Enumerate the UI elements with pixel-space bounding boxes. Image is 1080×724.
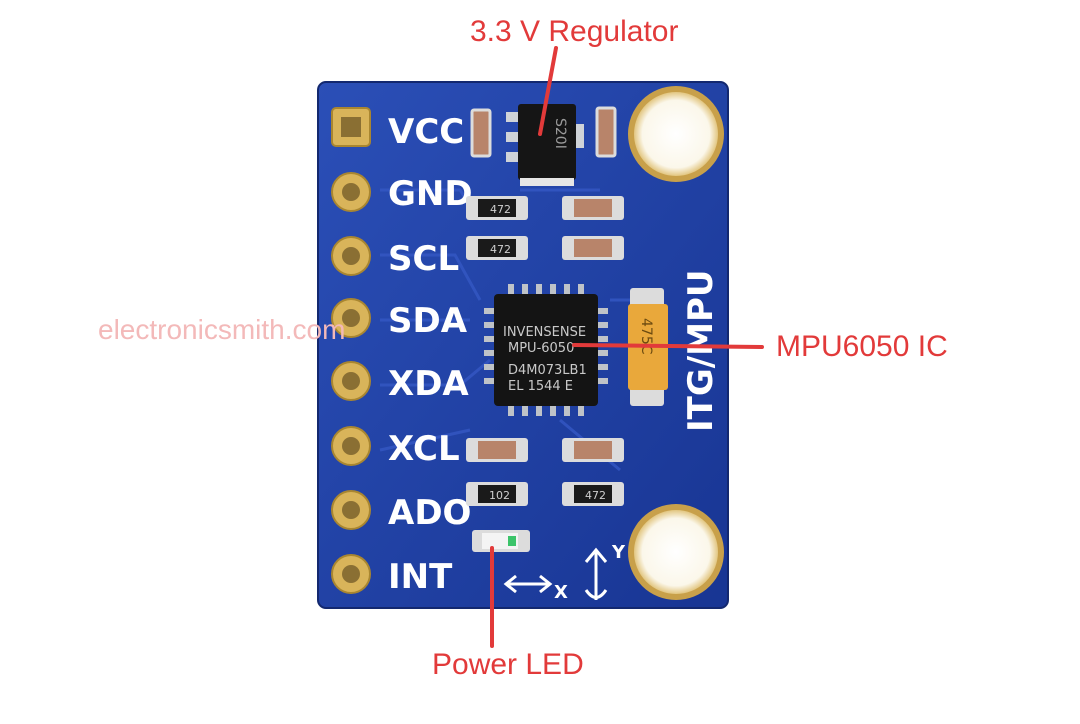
callout-regulator: 3.3 V Regulator [470, 15, 679, 48]
power-led [472, 530, 530, 552]
pin-label-sda: SDA [388, 301, 468, 341]
pin-label-scl: SCL [388, 239, 459, 279]
axis-indicator [503, 547, 608, 600]
callout-power-led: Power LED [432, 648, 584, 681]
watermark: electronicsmith.com [98, 314, 346, 345]
resistor-marking-2: 472 [490, 243, 511, 256]
chip-line-3: D4M073LB1 [508, 363, 587, 378]
mounting-hole-bottom [628, 504, 724, 600]
pin-label-vcc: VCC [388, 112, 464, 152]
capacitor-marking: 475C [638, 318, 654, 355]
chip-line-2: MPU-6050 [508, 341, 574, 356]
resistor-marking-4: 472 [585, 489, 606, 502]
mounting-hole-top [628, 86, 724, 182]
callout-mpu6050: MPU6050 IC [776, 330, 948, 363]
header-pins [331, 107, 371, 594]
mpu6050-chip: INVENSENSE MPU-6050 D4M073LB1 EL 1544 E [484, 284, 608, 416]
callout-line-regulator [538, 46, 558, 136]
axis-x-label: X [554, 582, 568, 603]
resistor-marking-3: 102 [489, 489, 510, 502]
voltage-regulator: S20I [506, 104, 584, 186]
pin-labels: VCC GND SCL SDA XDA XCL ADO INT [388, 112, 473, 597]
smd-resistors: 472 472 102 472 [466, 196, 624, 506]
regulator-marking: S20I [552, 118, 568, 149]
pin-label-xda: XDA [388, 364, 469, 404]
pin-label-gnd: GND [388, 174, 473, 214]
callout-line-mpu [572, 343, 764, 349]
silkscreen-itg-mpu: ITG/MPU [681, 269, 721, 432]
pin-label-int: INT [388, 557, 453, 597]
axis-y-label: Y [611, 542, 626, 563]
capacitor-c1 [470, 108, 492, 158]
capacitor-c2 [595, 106, 617, 158]
pin-label-xcl: XCL [388, 429, 460, 469]
resistor-marking-1: 472 [490, 203, 511, 216]
chip-line-4: EL 1544 E [508, 379, 573, 394]
chip-line-1: INVENSENSE [503, 325, 586, 340]
pin-label-ado: ADO [388, 493, 471, 533]
callout-lines [490, 46, 764, 648]
